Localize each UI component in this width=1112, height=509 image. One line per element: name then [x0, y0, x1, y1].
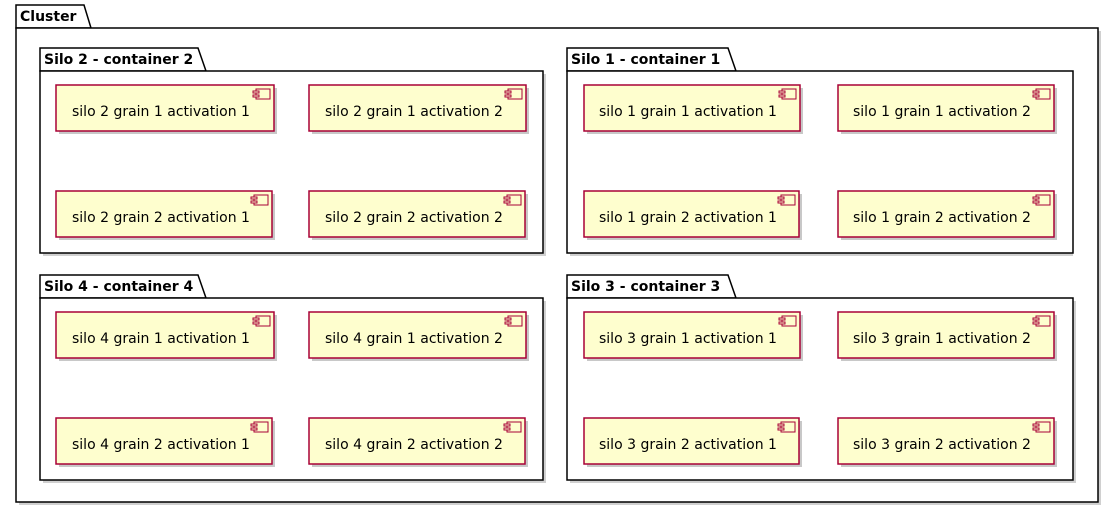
component[interactable]: silo 1 grain 1 activation 1: [583, 84, 803, 134]
component[interactable]: silo 4 grain 1 activation 1: [55, 311, 277, 361]
component-label: silo 2 grain 2 activation 2: [325, 210, 503, 226]
component-label: silo 2 grain 1 activation 1: [72, 104, 250, 120]
component[interactable]: silo 2 grain 2 activation 2: [308, 190, 528, 240]
component-icon: [1032, 88, 1051, 100]
component-label: silo 4 grain 1 activation 2: [325, 331, 503, 347]
component[interactable]: silo 2 grain 1 activation 2: [308, 84, 529, 134]
component-icon: [252, 315, 271, 327]
component[interactable]: silo 4 grain 2 activation 2: [308, 417, 528, 467]
component-label: silo 4 grain 2 activation 2: [325, 437, 503, 453]
component-label: silo 4 grain 1 activation 1: [72, 331, 250, 347]
component[interactable]: silo 3 grain 1 activation 1: [583, 311, 803, 361]
component[interactable]: silo 3 grain 1 activation 2: [837, 311, 1057, 361]
component[interactable]: silo 3 grain 2 activation 1: [583, 417, 802, 467]
component-icon: [503, 421, 522, 433]
component-label: silo 3 grain 1 activation 1: [599, 331, 777, 347]
component-icon: [777, 194, 796, 206]
silo-title: Silo 1 - container 1: [571, 52, 720, 68]
component[interactable]: silo 2 grain 2 activation 1: [55, 190, 275, 240]
component[interactable]: silo 4 grain 1 activation 2: [308, 311, 529, 361]
silo-package: Silo 1 - container 1 silo 1 grain 1 acti…: [566, 47, 1074, 256]
silo-title: Silo 3 - container 3: [571, 279, 720, 295]
silo-package: Silo 2 - container 2 silo 2 grain 1 acti…: [39, 47, 546, 256]
component-icon: [777, 421, 796, 433]
silo-package: Silo 3 - container 3 silo 3 grain 1 acti…: [566, 274, 1076, 483]
component-label: silo 3 grain 2 activation 1: [599, 437, 777, 453]
component-label: silo 1 grain 2 activation 1: [599, 210, 777, 226]
silo-package: Silo 4 - container 4 silo 4 grain 1 acti…: [39, 274, 546, 483]
component[interactable]: silo 1 grain 1 activation 2: [837, 84, 1057, 134]
component-icon: [778, 315, 797, 327]
component-icon: [250, 421, 269, 433]
cluster-title: Cluster: [20, 9, 77, 25]
component-icon: [1032, 315, 1051, 327]
silo-title: Silo 4 - container 4: [44, 279, 194, 295]
component-icon: [252, 88, 271, 100]
component[interactable]: silo 4 grain 2 activation 1: [55, 417, 275, 467]
component-label: silo 3 grain 1 activation 2: [853, 331, 1031, 347]
component-label: silo 3 grain 2 activation 2: [853, 437, 1031, 453]
component-icon: [778, 88, 797, 100]
component[interactable]: silo 1 grain 2 activation 2: [837, 190, 1057, 240]
component-icon: [504, 88, 523, 100]
component[interactable]: silo 3 grain 2 activation 2: [837, 417, 1057, 467]
component-icon: [250, 194, 269, 206]
component-label: silo 2 grain 1 activation 2: [325, 104, 503, 120]
silo-title: Silo 2 - container 2: [44, 52, 193, 68]
component-icon: [1032, 194, 1051, 206]
component-icon: [1032, 421, 1051, 433]
component-icon: [503, 194, 522, 206]
component-label: silo 4 grain 2 activation 1: [72, 437, 250, 453]
component-label: silo 2 grain 2 activation 1: [72, 210, 250, 226]
component-icon: [504, 315, 523, 327]
component-label: silo 1 grain 1 activation 2: [853, 104, 1031, 120]
component[interactable]: silo 1 grain 2 activation 1: [583, 190, 802, 240]
component-label: silo 1 grain 1 activation 1: [599, 104, 777, 120]
component-label: silo 1 grain 2 activation 2: [853, 210, 1031, 226]
component[interactable]: silo 2 grain 1 activation 1: [55, 84, 277, 134]
